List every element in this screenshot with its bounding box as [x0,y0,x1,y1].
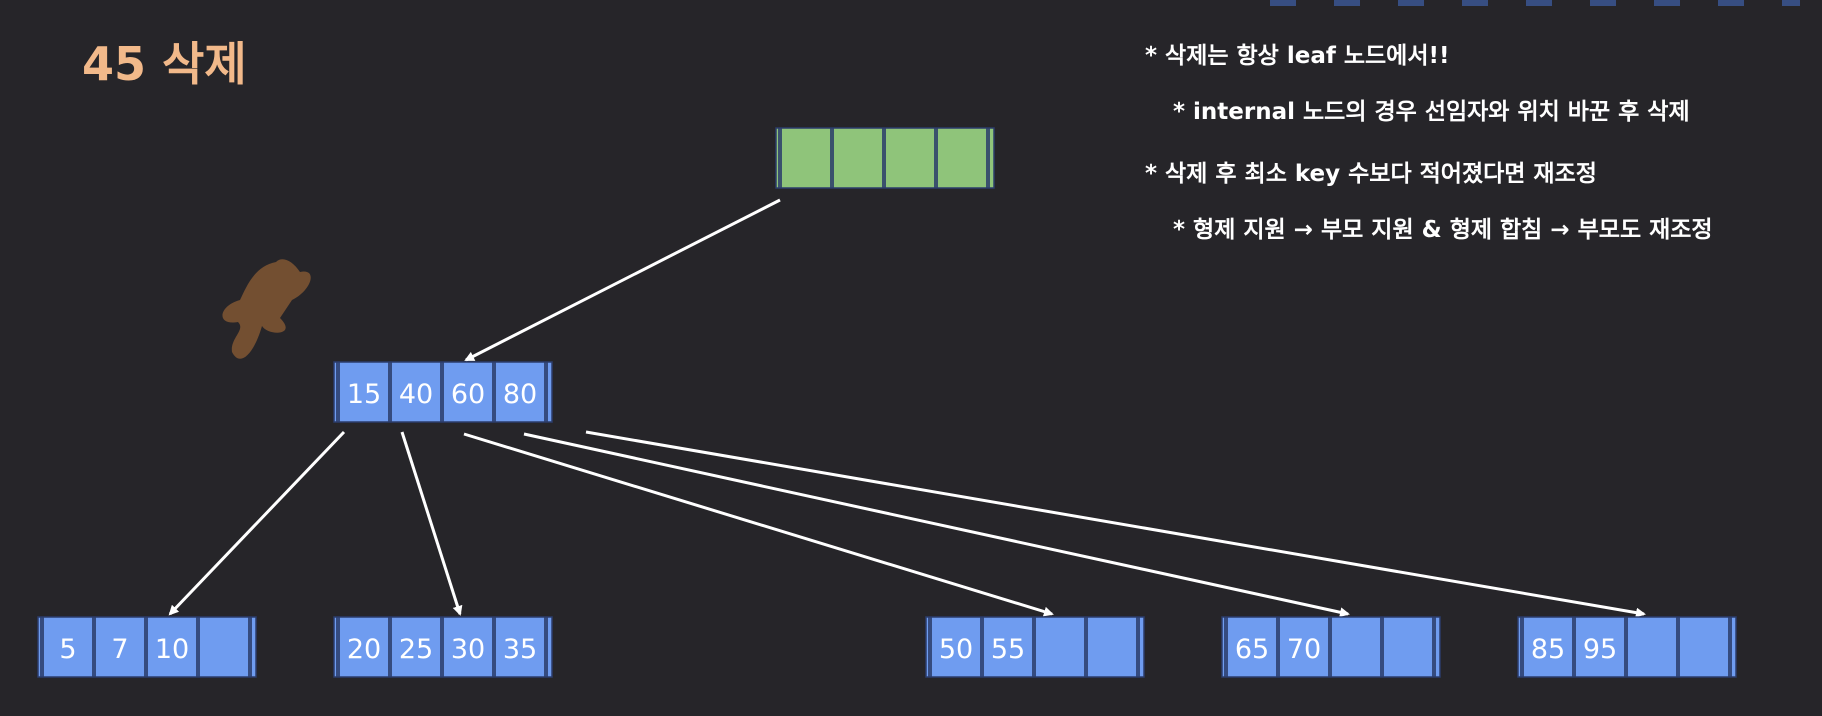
key-cell: 50 [939,634,973,665]
star-mark-icon [222,259,311,359]
note-4: * 형제 지원 → 부모 지원 & 형제 합침 → 부모도 재조정 [1173,217,1713,243]
pointer-slot [1328,617,1332,677]
key-cell: 20 [347,634,381,665]
leaf-node-2: 20 25 30 35 [333,616,553,678]
pointer-slot [440,362,444,422]
pointer-slot [1224,617,1228,677]
top-edge-fragment [1270,0,1800,6]
pointer-slot [1728,617,1732,677]
edge-layer [168,198,1646,618]
key-cell: 70 [1287,634,1321,665]
pointer-slot [248,617,252,677]
pointer-slot [336,362,340,422]
pointer-slot [778,128,782,188]
pointer-slot [492,617,496,677]
note-2: * internal 노드의 경우 선임자와 위치 바꾼 후 삭제 [1173,99,1690,125]
leaf-node-5: 85 95 [1517,616,1737,678]
key-cell: 40 [399,379,433,410]
edge-to-leaf-3 [463,432,1054,617]
edge-root-to-internal [464,198,781,362]
pointer-slot [1432,617,1436,677]
pointer-slot [986,128,990,188]
pointer-slot [830,128,834,188]
pointer-slot [440,617,444,677]
key-cell: 15 [347,379,381,410]
note-3: * 삭제 후 최소 key 수보다 적어졌다면 재조정 [1145,161,1597,187]
key-cell: 10 [155,634,189,665]
pointer-slot [1380,617,1384,677]
pointer-slot [196,617,200,677]
key-cell: 60 [451,379,485,410]
edge-to-leaf-4 [523,432,1350,618]
key-cell: 80 [503,379,537,410]
pointer-slot [980,617,984,677]
pointer-slot [1572,617,1576,677]
node-layer: 15 40 60 80 5 7 10 20 25 30 35 50 55 65 70 85 95 [37,127,1737,678]
edge-to-leaf-2 [400,431,463,616]
edge-to-leaf-1 [168,430,346,616]
pointer-slot [928,617,932,677]
pointer-slot [92,617,96,677]
pointer-slot [492,362,496,422]
pointer-slot [1676,617,1680,677]
pointer-slot [388,362,392,422]
pointer-slot [544,617,548,677]
pointer-slot [40,617,44,677]
key-cell: 30 [451,634,485,665]
pointer-slot [144,617,148,677]
pointer-slot [1276,617,1280,677]
internal-node: 15 40 60 80 [333,361,553,423]
pointer-slot [934,128,938,188]
key-cell: 7 [111,634,128,665]
pointer-slot [1084,617,1088,677]
pointer-slot [882,128,886,188]
pointer-slot [336,617,340,677]
root-node [775,127,995,189]
pointer-slot [544,362,548,422]
leaf-node-1: 5 7 10 [37,616,257,678]
key-cell: 85 [1531,634,1565,665]
pointer-slot [1032,617,1036,677]
pointer-slot [1520,617,1524,677]
key-cell: 35 [503,634,537,665]
key-cell: 5 [59,634,76,665]
pointer-slot [1624,617,1628,677]
key-cell: 25 [399,634,433,665]
edge-to-leaf-5 [585,430,1646,618]
leaf-node-3: 50 55 [925,616,1145,678]
page-title: 45 삭제 [82,37,247,91]
pointer-slot [1136,617,1140,677]
key-cell: 55 [991,634,1025,665]
note-1: * 삭제는 항상 leaf 노드에서!! [1145,43,1450,69]
key-cell: 95 [1583,634,1617,665]
pointer-slot [388,617,392,677]
leaf-node-4: 65 70 [1221,616,1441,678]
key-cell: 65 [1235,634,1269,665]
